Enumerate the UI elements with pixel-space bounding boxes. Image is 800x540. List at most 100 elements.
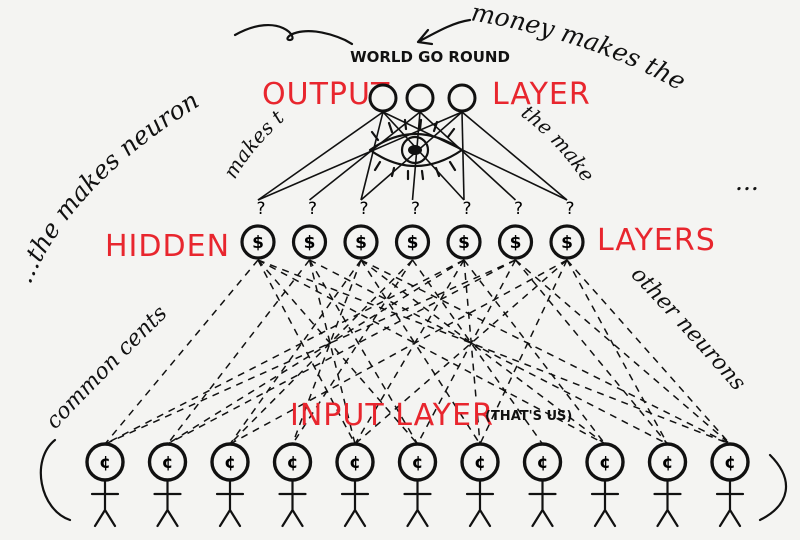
question-mark-icon: ?	[256, 199, 265, 219]
arrow-into-caption-right	[416, 18, 472, 46]
hidden-input-link	[104, 259, 465, 445]
cent-symbol: ¢	[599, 453, 611, 473]
question-mark-icon: ?	[565, 199, 574, 219]
hidden-input-link	[360, 259, 481, 445]
hidden-input-link	[515, 259, 731, 445]
hidden-neuron: ?$	[291, 199, 328, 260]
output-label-left: OUTPUT	[262, 77, 390, 112]
script-makes-the-left: makes the	[0, 0, 289, 183]
hidden-layer-nodes: ?$?$?$?$?$?$?$	[240, 199, 585, 260]
output-hidden-link	[360, 111, 463, 201]
dollar-coin-icon	[394, 224, 431, 260]
stick-figure-icon	[340, 478, 370, 528]
hidden-input-connections	[104, 259, 731, 445]
hidden-input-link	[463, 259, 481, 445]
output-layer-nodes	[368, 83, 477, 113]
question-mark-icon: ?	[514, 199, 523, 219]
input-neuron: ¢	[147, 442, 188, 528]
hidden-input-link	[566, 259, 731, 445]
input-neuron: ¢	[272, 442, 313, 528]
question-mark-icon: ?	[359, 199, 368, 219]
dollar-symbol: $	[252, 233, 264, 253]
dollar-symbol: $	[510, 233, 522, 253]
cent-symbol: ¢	[537, 453, 549, 473]
dollar-coin-icon	[291, 224, 328, 260]
input-neuron: ¢	[647, 442, 688, 528]
stick-figure-icon	[90, 478, 120, 528]
hidden-input-link	[309, 259, 668, 445]
dollar-symbol: $	[355, 233, 367, 253]
output-hidden-link	[382, 111, 465, 201]
input-label: INPUT LAYER	[290, 398, 494, 433]
question-mark-icon: ?	[411, 199, 420, 219]
input-neuron: ¢	[710, 442, 750, 528]
output-hidden-link	[411, 111, 421, 201]
output-hidden-link	[419, 111, 517, 201]
hidden-input-link	[360, 259, 731, 445]
output-neuron	[447, 83, 477, 113]
input-neuron: ¢	[397, 442, 438, 528]
dollar-coin-icon	[446, 224, 482, 260]
hidden-neuron: ?$	[446, 199, 482, 260]
hidden-input-link	[479, 259, 568, 445]
script-common-cents-path: common cents	[41, 301, 172, 434]
hidden-label-left: HIDDEN	[105, 229, 230, 264]
input-neuron: ¢	[210, 442, 250, 528]
stick-figure-icon	[153, 478, 182, 528]
hidden-input-link	[291, 259, 362, 445]
dollar-coin-icon	[343, 224, 379, 260]
top-caption: WORLD GO ROUND	[350, 48, 510, 66]
script-makes-the-left-path: makes the	[0, 0, 289, 183]
script-other-neurons: other neurons	[626, 262, 751, 396]
output-hidden-link	[461, 111, 568, 201]
cent-symbol: ¢	[349, 453, 361, 473]
hidden-input-link	[308, 259, 419, 445]
hidden-input-link	[167, 259, 516, 445]
hidden-neuron: ?$	[497, 199, 534, 260]
output-hidden-link	[257, 111, 384, 201]
hidden-label-right: LAYERS	[597, 223, 716, 258]
input-neuron: ¢	[460, 442, 500, 528]
hidden-input-link	[566, 259, 669, 445]
cent-symbol: ¢	[99, 453, 111, 473]
input-layer-nodes: ¢ ¢ ¢ ¢ ¢ ¢ ¢ ¢ ¢ ¢ ¢	[85, 442, 750, 528]
script-ellipsis-right: ...	[735, 167, 759, 196]
hidden-input-link	[291, 259, 414, 445]
hidden-neuron: ?$	[343, 199, 379, 260]
hidden-input-link	[166, 259, 311, 445]
input-neuron: ¢	[335, 442, 375, 528]
input-neuron: ¢	[522, 442, 563, 528]
hidden-neuron: ?$	[240, 199, 276, 260]
stick-figure-icon	[590, 478, 620, 528]
cent-symbol: ¢	[412, 453, 424, 473]
hidden-input-link	[257, 259, 606, 445]
hidden-input-link	[229, 259, 414, 445]
cent-symbol: ¢	[162, 453, 174, 473]
hidden-input-link	[308, 259, 356, 445]
output-hidden-link	[360, 111, 384, 201]
right-swoop-line	[758, 453, 788, 522]
output-hidden-link	[461, 111, 465, 201]
cent-symbol: ¢	[662, 453, 674, 473]
hidden-neuron: ?$	[549, 199, 585, 260]
output-neuron	[368, 83, 398, 113]
dollar-symbol: $	[407, 233, 419, 253]
input-neuron: ¢	[585, 442, 625, 528]
dollar-symbol: $	[458, 233, 470, 253]
cent-symbol: ¢	[474, 453, 486, 473]
dollar-symbol: $	[561, 233, 573, 253]
cent-symbol: ¢	[224, 453, 236, 473]
stick-figure-icon	[653, 478, 682, 528]
dollar-coin-icon	[240, 224, 276, 260]
hidden-input-link	[104, 259, 259, 445]
stick-figure-icon	[278, 478, 307, 528]
arrow-into-caption-left	[233, 23, 354, 46]
hidden-input-link	[411, 259, 544, 445]
stick-figure-icon	[215, 478, 245, 528]
output-neuron	[405, 83, 435, 113]
stick-figure-icon	[528, 478, 557, 528]
input-note: (THAT'S US)	[485, 409, 572, 424]
all-seeing-eye-icon	[368, 118, 464, 181]
stick-figure-icon	[403, 478, 432, 528]
